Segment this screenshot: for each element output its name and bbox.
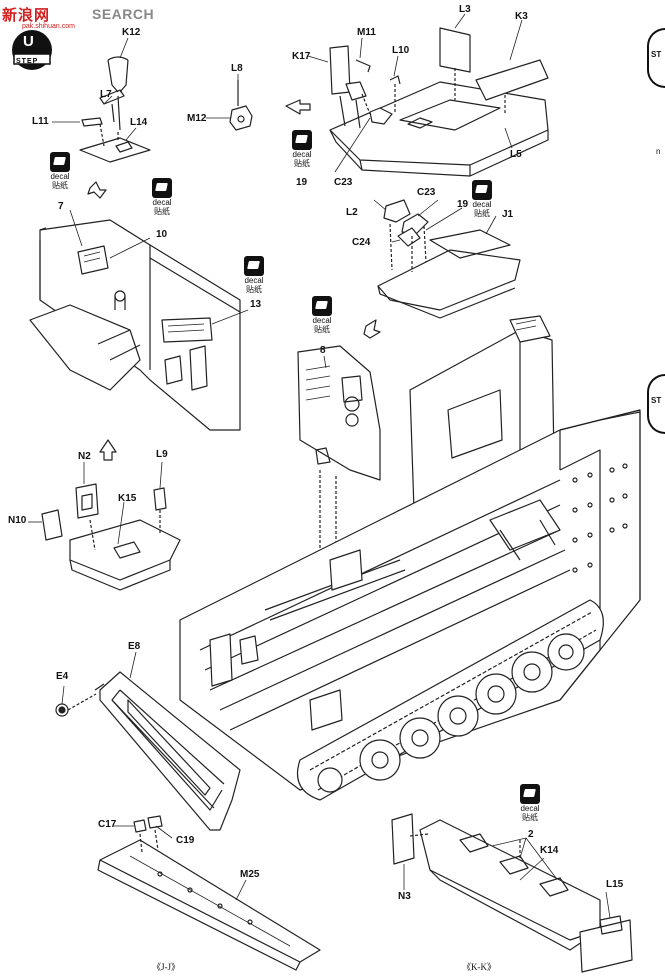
watermark-logo: 新浪网 (2, 7, 51, 24)
part-label: N2 (78, 451, 91, 462)
part-label: C23 (334, 177, 353, 188)
e4-part (55, 693, 97, 717)
part-label: L7 (100, 89, 112, 100)
step-badge-icon (12, 30, 52, 70)
part-label: 19 (457, 199, 469, 210)
part-label: N3 (398, 891, 411, 902)
section-label: 《J-J》 (152, 962, 181, 972)
margin-note: n (656, 147, 661, 156)
watermark-url: pak.shihuan.com (22, 23, 75, 30)
section-label: 《K-K》 (462, 962, 496, 972)
part-label: N10 (8, 515, 27, 526)
part-label: C17 (98, 819, 117, 830)
decal-panel-8 (297, 345, 381, 560)
down-arrow-icon-2 (363, 319, 381, 339)
part-label: K12 (122, 27, 141, 38)
down-arrow-icon (87, 181, 107, 199)
next-step-tab: ST (647, 374, 665, 434)
part-label: M11 (357, 27, 376, 38)
part-label: L10 (392, 45, 410, 56)
part-label: E8 (128, 641, 141, 652)
part-label: L14 (130, 117, 148, 128)
step-label: STEP (16, 58, 39, 65)
m12-part (229, 80, 253, 131)
part-label: E4 (56, 671, 69, 682)
part-label: L3 (459, 4, 471, 15)
part-label: 2 (528, 829, 534, 840)
k15-subassembly (41, 483, 181, 591)
part-label: 19 (296, 177, 308, 188)
part-label: K17 (292, 51, 311, 62)
part-label: 13 (250, 299, 262, 310)
kk-section-plate (391, 813, 633, 973)
part-label: K3 (515, 11, 528, 22)
part-label: C23 (417, 187, 436, 198)
step-number: U (23, 33, 34, 50)
part-label: L2 (346, 207, 358, 218)
j1-plate-subassembly (377, 199, 521, 319)
watermark-search: SEARCH (92, 6, 155, 22)
part-label: C24 (352, 237, 371, 248)
part-label: 7 (58, 201, 64, 212)
part-label: M12 (187, 113, 207, 124)
e8-door-frame (94, 671, 241, 831)
leader-lines (28, 13, 611, 919)
part-label: 8 (320, 345, 326, 356)
k12-handle-subassembly (79, 56, 151, 163)
part-label: C19 (176, 835, 195, 846)
part-label: L11 (32, 116, 49, 127)
floor-plate-subassembly (329, 27, 549, 177)
jj-section-plate (97, 815, 321, 971)
up-arrow-icon (99, 439, 117, 461)
part-label: K14 (540, 845, 559, 856)
part-label: M25 (240, 869, 260, 880)
hull-body (179, 315, 641, 801)
part-label: K15 (118, 493, 137, 504)
part-label: J1 (502, 209, 514, 220)
arrow-icon (285, 99, 311, 115)
part-label: L8 (231, 63, 243, 74)
part-label: 10 (156, 229, 168, 240)
next-step-tab: ST (647, 28, 665, 88)
left-wall-subassembly (29, 219, 241, 431)
part-label: L5 (510, 149, 522, 160)
part-label: L15 (606, 879, 624, 890)
part-label: L9 (156, 449, 168, 460)
